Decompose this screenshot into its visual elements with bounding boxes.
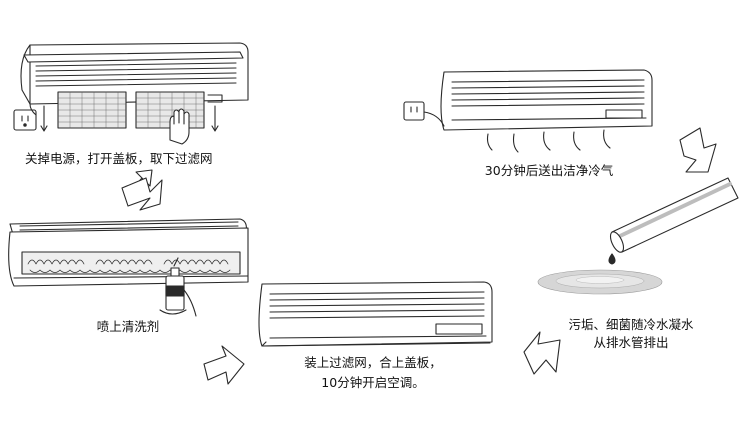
step-3-caption-line-2: 10分钟开启空调。: [321, 375, 425, 390]
arrow-icon-1: [121, 169, 163, 211]
hand-icon: [169, 108, 190, 145]
step-5-caption: 30分钟后送出洁净冷气: [484, 163, 614, 178]
step-4-caption-line-2: 从排水管排出: [593, 335, 669, 350]
water-puddle: [537, 269, 663, 295]
step-1-aircon-open: [20, 42, 249, 132]
water-drop-icon: [608, 253, 616, 265]
power-outlet-icon: [13, 103, 37, 131]
step-4-caption-line-1: 污垢、细菌随冷水凝水: [568, 317, 694, 332]
step-3-caption-line-1: 装上过滤网，合上盖板，: [304, 355, 442, 370]
arrow-icon-2: [203, 345, 245, 385]
step-3-aircon-closed: [258, 281, 493, 347]
drain-pipe-icon: [609, 177, 739, 253]
step-1-caption: 关掉电源，打开盖板，取下过滤网: [25, 151, 213, 166]
step-5-aircon-running: [440, 69, 653, 153]
arrow-icon-4: [679, 127, 717, 173]
arrow-icon-3: [523, 331, 561, 375]
step-2-caption: 喷上清洗剂: [96, 319, 160, 334]
step-2-aircon-spray: [8, 218, 249, 287]
power-outlet-icon-2: [403, 101, 445, 127]
spray-can-icon: [159, 257, 197, 317]
